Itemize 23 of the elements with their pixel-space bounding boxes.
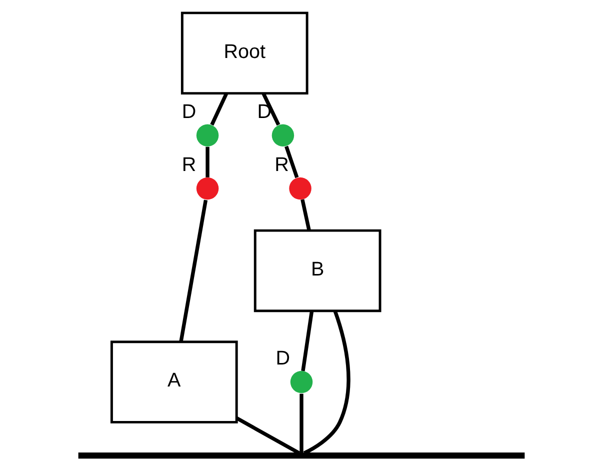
node-circle [196, 177, 218, 200]
connector [284, 146, 298, 178]
connector [210, 93, 228, 126]
node-box: B [253, 229, 381, 312]
node-label: R [181, 154, 196, 176]
node-circle [288, 177, 311, 200]
connector [205, 146, 209, 178]
node-circle [196, 124, 218, 146]
connector [235, 416, 300, 455]
connector [302, 310, 350, 455]
connector [299, 394, 303, 453]
node-circle [271, 124, 294, 146]
connector [300, 310, 314, 372]
node-box: A [110, 340, 238, 424]
node-label: D [275, 347, 290, 370]
node-label: R [274, 154, 288, 176]
node-box: Root [180, 12, 308, 95]
node-label: D [181, 100, 196, 123]
node-bar [78, 452, 524, 459]
connector [300, 199, 310, 231]
node-circle [290, 370, 312, 394]
connector [178, 200, 208, 342]
connector [261, 92, 280, 126]
